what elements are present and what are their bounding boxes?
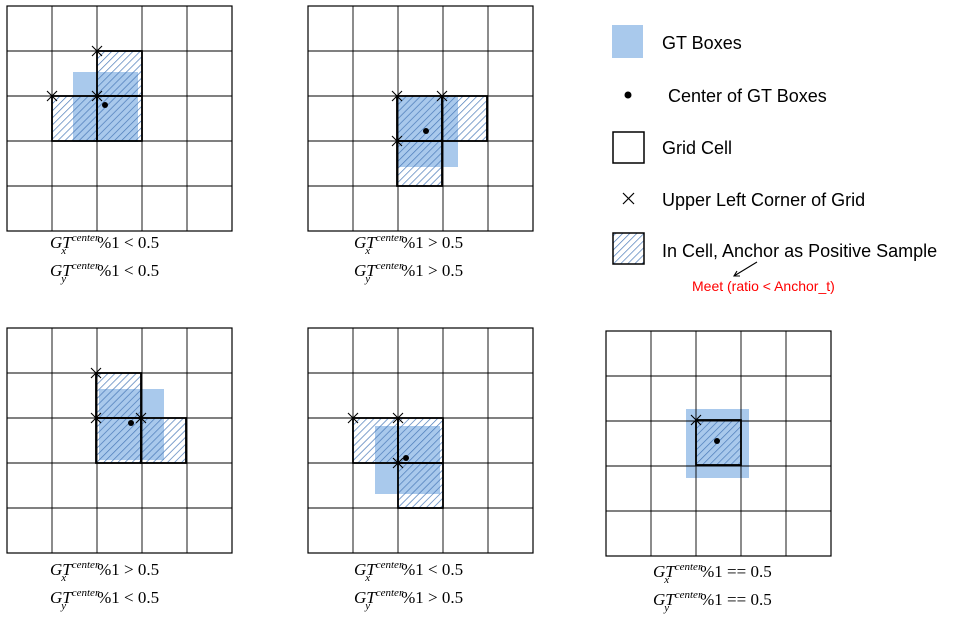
corner-cross-icon (90, 367, 102, 379)
positive-sample-cell-outline (441, 95, 488, 142)
corner-cross-icon (91, 45, 103, 57)
note-arrow-icon (733, 261, 758, 277)
gt-center-dot (128, 420, 134, 426)
grid-border (307, 327, 534, 554)
grid-border (605, 330, 832, 557)
note-label: Meet (ratio < Anchor_t) (692, 278, 835, 294)
positive-sample-cell (441, 95, 488, 142)
legend-gt-box-label: GT Boxes (662, 33, 742, 53)
panel-4 (307, 327, 534, 554)
gt-center-dot (403, 455, 409, 461)
grid-border (307, 5, 534, 232)
positive-sample-cell (397, 462, 444, 509)
corner-cross-icon (135, 412, 147, 424)
positive-sample-cell-outline (96, 95, 143, 142)
positive-sample-cell (95, 417, 142, 464)
corner-cross-icon (91, 90, 103, 102)
panel-2 (307, 5, 534, 232)
positive-sample-cell-outline (397, 462, 444, 509)
corner-cross-icon (392, 457, 404, 469)
panel-5 (605, 330, 832, 557)
positive-sample-cell (352, 417, 399, 464)
panel-3 (6, 327, 233, 554)
legend-grid-cell-icon (612, 131, 645, 164)
gt-center-dot (714, 438, 720, 444)
positive-sample-cell (95, 372, 142, 419)
positive-sample-cell-outline (396, 140, 443, 187)
positive-sample-cell (51, 95, 98, 142)
grid-border (6, 327, 233, 554)
positive-sample-cell (396, 95, 443, 142)
legend-cross-label: Upper Left Corner of Grid (662, 190, 865, 210)
grid-border (6, 5, 233, 232)
legend-center-dot-icon (624, 91, 632, 99)
corner-cross-icon (690, 414, 702, 426)
corner-cross-icon (391, 135, 403, 147)
panels-layer (6, 5, 832, 557)
positive-sample-cell (396, 140, 443, 187)
positive-sample-cell-outline (140, 417, 187, 464)
corner-cross-icon (392, 412, 404, 424)
legend-hatched-cell-icon (612, 232, 645, 265)
gt-center-dot (423, 128, 429, 134)
panel-1 (6, 5, 233, 232)
positive-sample-cell (140, 417, 187, 464)
corner-cross-icon (436, 90, 448, 102)
legend-center-label: Center of GT Boxes (668, 86, 827, 106)
legend-cross-icon (622, 192, 635, 205)
legend-gt-box-icon (612, 25, 643, 58)
corner-cross-icon (90, 412, 102, 424)
corner-cross-icon (347, 412, 359, 424)
positive-sample-cell-outline (695, 419, 742, 466)
corner-cross-icon (46, 90, 58, 102)
legend-grid-cell-label: Grid Cell (662, 138, 732, 158)
legend: GT Boxes Center of GT Boxes Grid Cell Up… (612, 25, 937, 294)
corner-cross-icon (391, 90, 403, 102)
positive-sample-cell (96, 50, 143, 97)
gt-center-dot (102, 102, 108, 108)
legend-hatched-cell-label: In Cell, Anchor as Positive Sample (662, 241, 937, 261)
